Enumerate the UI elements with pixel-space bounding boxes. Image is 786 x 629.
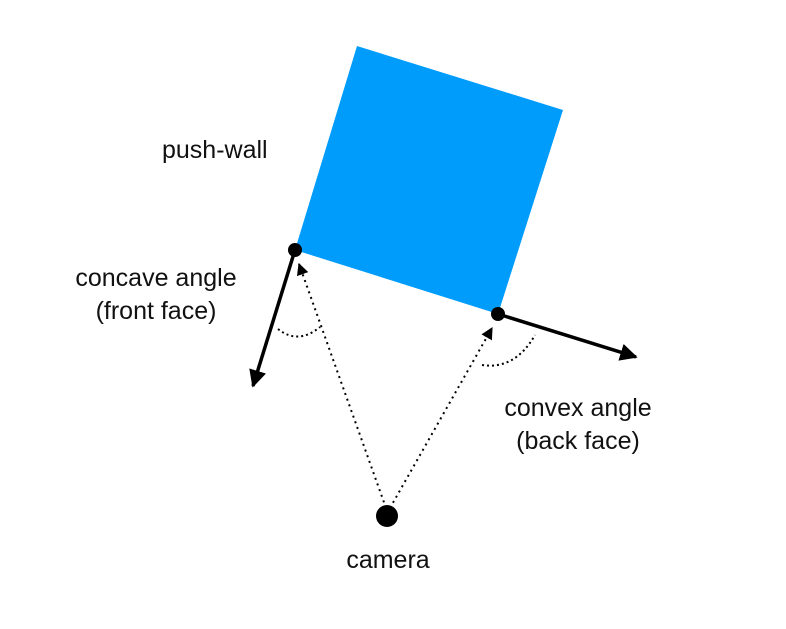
concave-angle-line-1: concave angle (75, 264, 237, 292)
sight-line-concave (296, 262, 387, 509)
camera-dot (376, 505, 398, 527)
convex-normal-arrow (497, 312, 638, 361)
concave-angle-arc (277, 326, 321, 338)
sight-line-convex (389, 326, 493, 509)
concave-angle-line-2: (front face) (95, 297, 217, 325)
camera-label: camera (318, 544, 458, 577)
convex-angle-line-1: convex angle (504, 394, 652, 422)
convex-angle-label: convex angle (back face) (478, 392, 678, 458)
convex-corner-dot (491, 307, 505, 321)
convex-angle-line-2: (back face) (516, 427, 640, 455)
concave-angle-label: concave angle (front face) (56, 262, 256, 328)
push-wall-text: push-wall (162, 136, 268, 164)
concave-corner-dot (288, 243, 302, 257)
push-wall-label: push-wall (162, 134, 268, 167)
camera-text: camera (346, 546, 430, 574)
concave-normal-arrow (249, 249, 297, 388)
push-wall-square (295, 46, 563, 314)
convex-angle-arc (481, 334, 536, 367)
